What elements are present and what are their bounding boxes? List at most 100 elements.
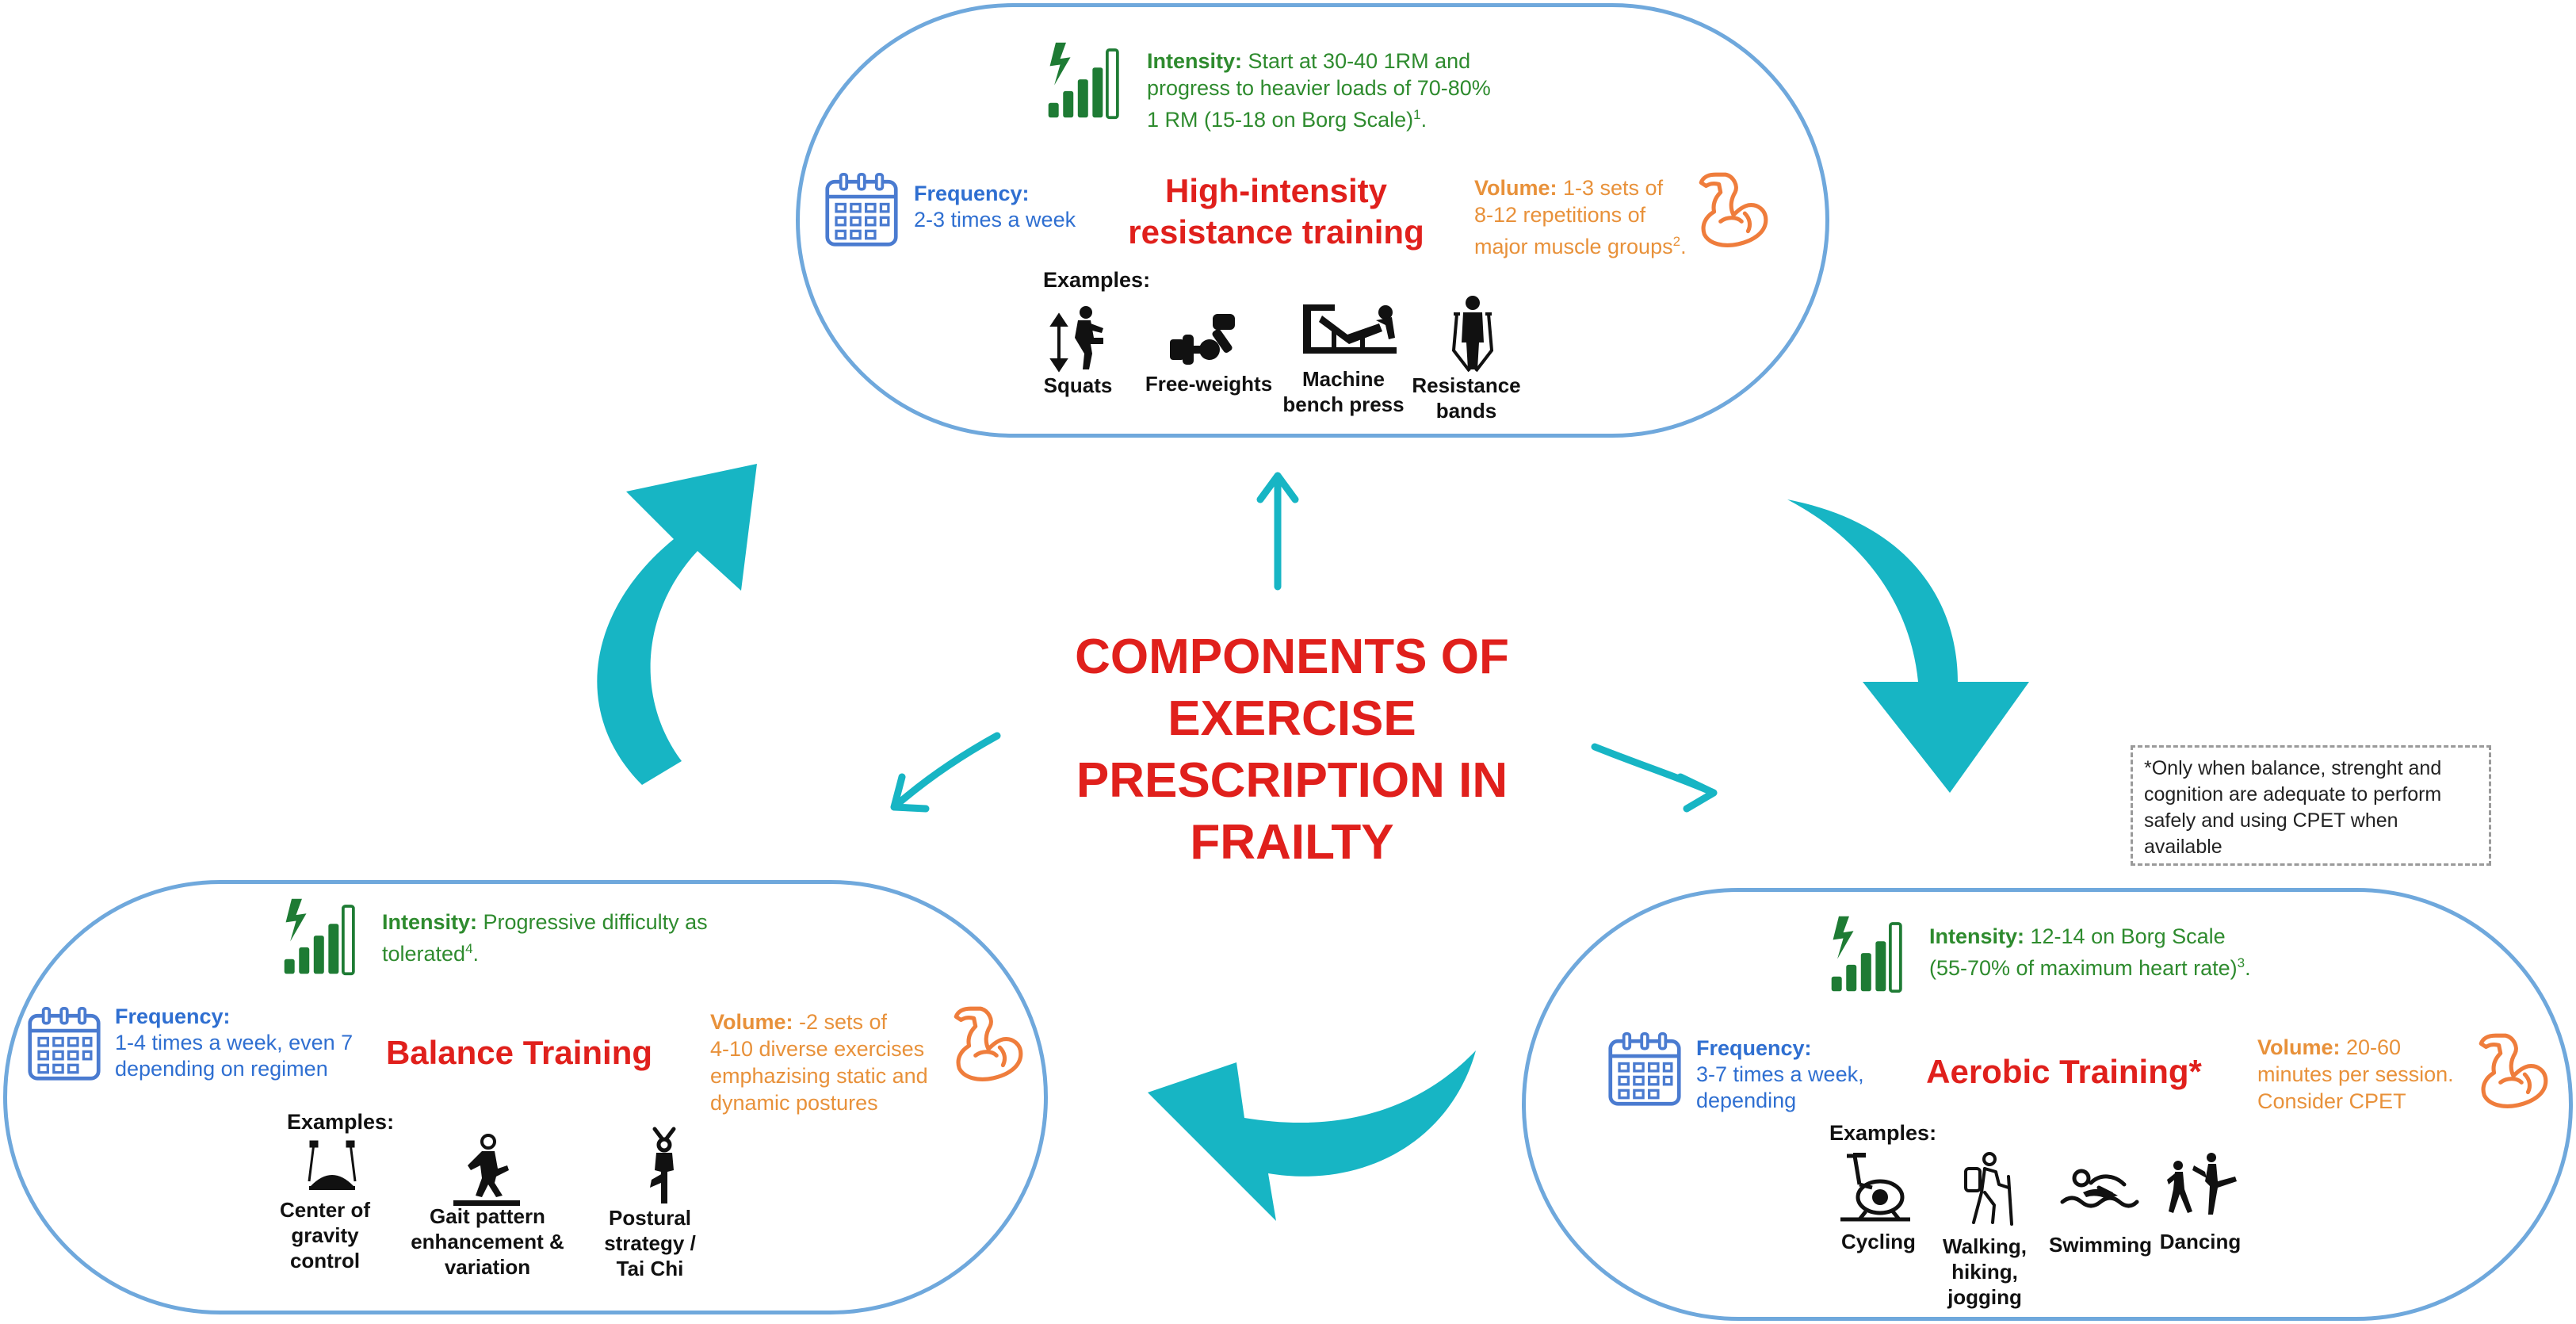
resistance-intensity-ref: 1 [1413,107,1421,122]
resistance-examples-label: Examples: [1043,268,1151,292]
cycle-arrow-resistance-to-aerobic [1787,499,2029,793]
resistance-example-3: Machine bench press [1268,366,1419,417]
balance-frequency-line-1: 1-4 times a week, even 7 [115,1031,354,1054]
resistance-title-line-1: High-intensity [1165,172,1387,209]
resistance-volume: Volume: 1-3 sets of 8-12 repetitions of … [1474,176,1687,258]
thin-arrow-left [890,732,1001,813]
resistance-volume-label: Volume: [1474,176,1557,200]
aerobic-volume: Volume: 20-60 minutes per session. Consi… [2257,1034,2495,1115]
balance-intensity-ref: 4 [465,941,473,956]
aerobic-intensity-label: Intensity: [1929,924,2025,948]
resistance-intensity-label: Intensity: [1147,49,1243,73]
aerobic-example-4: Dancing [2145,1229,2256,1254]
resistance-example-4: Resistance bands [1403,373,1530,423]
dumbbell-icon [1170,314,1235,365]
aerobic-example-3-name: Swimming [2048,1233,2152,1257]
balance-intensity-label: Intensity: [382,910,478,934]
balance-frequency-line-2: depending on regimen [115,1057,328,1081]
cycling-icon [1840,1153,1910,1222]
resistance-band-icon [1451,296,1494,373]
aerobic-example-2-name-1: Walking, [1943,1234,2027,1258]
tai-chi-icon [650,1127,676,1203]
thin-arrows [890,472,1718,813]
balance-example-2-name-2: enhancement & [411,1230,564,1253]
resistance-example-4-name-2: bands [1435,399,1497,423]
cycle-arrow-balance-to-resistance [597,464,757,785]
balance-ball-icon [308,1140,357,1190]
gait-icon [453,1134,520,1206]
resistance-volume-line-1: 1-3 sets of [1557,176,1664,200]
balance-example-2: Gait pattern enhancement & variation [400,1203,575,1280]
bench-press-icon [1303,304,1397,354]
aerobic-frequency-line-1: 3-7 times a week, [1696,1062,1864,1086]
aerobic-frequency: Frequency: 3-7 times a week, depending [1696,1035,1934,1114]
balance-intensity-line-1: Progressive difficulty as [477,910,708,934]
balance-frequency-label: Frequency: [115,1004,231,1028]
aerobic-volume-line-2: minutes per session. [2257,1062,2454,1086]
aerobic-intensity-ref: 3 [2237,955,2245,970]
center-title-line-1: COMPONENTS OF [1075,629,1509,684]
calendar-icon [824,173,899,247]
balance-volume-line-4: dynamic postures [710,1091,878,1115]
resistance-example-2-name: Free-weights [1145,372,1273,396]
calendar-icon [1607,1032,1682,1107]
resistance-training-panel [796,3,1829,438]
balance-example-2-name-1: Gait pattern [430,1204,545,1228]
center-title: COMPONENTS OF EXERCISE PRESCRIPTION IN F… [991,626,1593,874]
aerobic-example-1-name: Cycling [1841,1230,1916,1253]
aerobic-volume-label: Volume: [2257,1035,2341,1059]
balance-volume-line-3: emphazising static and [710,1064,928,1088]
resistance-example-1-name: Squats [1043,373,1113,397]
resistance-frequency: Frequency: 2-3 times a week [914,181,1152,233]
aerobic-note: *Only when balance, strenght and cogniti… [2131,745,2491,866]
aerobic-intensity-line-1: 12-14 on Borg Scale [2024,924,2226,948]
aerobic-training-panel [1522,888,2573,1321]
aerobic-frequency-label: Frequency: [1696,1036,1812,1060]
resistance-title: High-intensity resistance training [1110,170,1443,253]
balance-volume: Volume: -2 sets of 4-10 diverse exercise… [710,1008,948,1116]
aerobic-volume-line-1: 20-60 [2340,1035,2402,1059]
muscle-icon [1691,159,1772,258]
cycle-arrow-aerobic-to-balance [1148,1050,1476,1221]
balance-example-1-name-3: control [289,1249,361,1272]
aerobic-example-2-name-2: hiking, [1951,1260,2018,1284]
aerobic-title: Aerobic Training* [1926,1053,2202,1090]
balance-example-1-name-1: Center of [279,1198,371,1222]
balance-volume-line-1: -2 sets of [793,1010,888,1034]
balance-example-2-name-3: variation [444,1255,531,1279]
thin-arrow-right [1591,743,1718,813]
balance-frequency: Frequency: 1-4 times a week, even 7 depe… [115,1004,400,1082]
intensity-icon [279,896,365,977]
balance-training-panel [3,880,1048,1314]
muscle-icon [946,993,1027,1092]
aerobic-example-2: Walking, hiking, jogging [1929,1234,2040,1310]
resistance-frequency-text: 2-3 times a week [914,208,1076,232]
resistance-example-2: Free-weights [1133,371,1284,396]
aerobic-example-2-name-3: jogging [1947,1285,2022,1309]
aerobic-intensity-line-2: (55-70% of maximum heart rate) [1929,956,2238,980]
muscle-icon [2471,1020,2552,1119]
balance-example-3-name-2: strategy / [604,1231,696,1255]
aerobic-example-1: Cycling [1823,1229,1934,1254]
resistance-example-3-name-2: bench press [1282,392,1405,416]
balance-volume-label: Volume: [710,1010,793,1034]
resistance-intensity-line-3: 1 RM (15-18 on Borg Scale) [1147,108,1414,132]
center-title-line-4: FRAILTY [1190,815,1394,870]
resistance-intensity-line-2: progress to heavier loads of 70-80% [1147,76,1491,100]
resistance-example-4-name-1: Resistance [1412,373,1521,397]
center-title-line-3: PRESCRIPTION IN [1076,753,1508,808]
aerobic-note-text: *Only when balance, strenght and cogniti… [2144,757,2442,858]
balance-title: Balance Training [385,1034,653,1071]
resistance-volume-ref: 2 [1672,234,1681,249]
aerobic-intensity: Intensity: 12-14 on Borg Scale (55-70% o… [1929,924,2251,980]
intensity-icon [1826,913,1912,994]
aerobic-example-4-name: Dancing [2159,1230,2242,1253]
balance-example-3: Postural strategy / Tai Chi [587,1205,713,1281]
intensity-icon [1043,40,1129,121]
aerobic-examples-label: Examples: [1829,1121,1937,1145]
thin-arrow-up [1256,472,1299,591]
resistance-frequency-label: Frequency: [914,182,1030,205]
aerobic-volume-line-3: Consider CPET [2257,1089,2406,1113]
resistance-volume-line-3: major muscle groups [1474,235,1673,258]
